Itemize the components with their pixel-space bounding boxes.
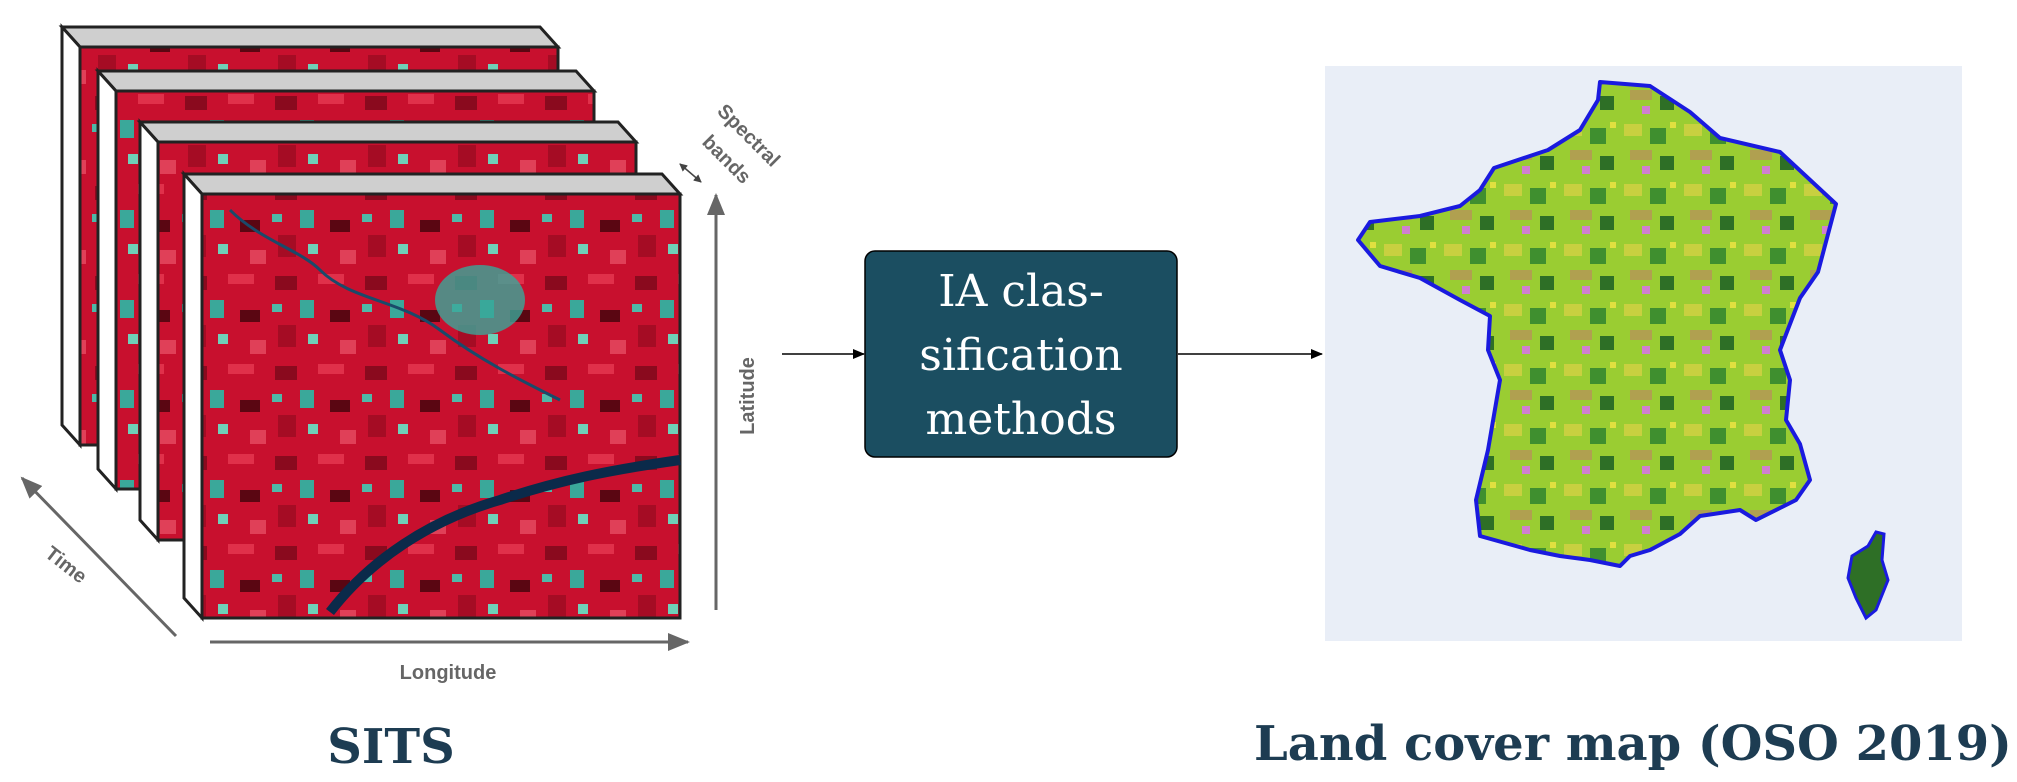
box-line-2: sification: [919, 330, 1122, 381]
map-caption: Land cover map (OSO 2019) [1]: [1254, 716, 2017, 772]
axis-longitude-label: Longitude: [400, 662, 497, 684]
axis-latitude-label: Latitude: [737, 357, 759, 435]
sits-stack: [58, 23, 684, 622]
river: [326, 455, 681, 616]
map-caption-prefix: Land cover map (OSO 2019) [: [1254, 716, 2017, 772]
axis-time-label: Time: [41, 542, 91, 588]
box-line-1: IA clas-: [938, 266, 1104, 317]
classification-box: [864, 250, 1178, 458]
france-map: [1356, 80, 1838, 568]
sits-caption: SITS: [327, 719, 455, 775]
box-line-3: methods: [925, 394, 1116, 445]
stack-layer-4: [180, 170, 684, 622]
time-arrow: [20, 476, 178, 638]
satellite-image: [200, 192, 682, 620]
spectral-arrow: [679, 163, 702, 183]
corsica-map: [1846, 530, 1890, 621]
